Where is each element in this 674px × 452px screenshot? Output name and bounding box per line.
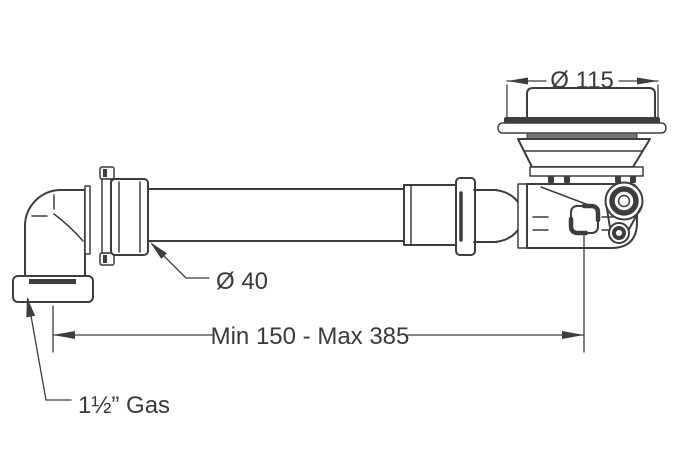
- boss-bracket-right: [627, 206, 643, 232]
- dim-pipe-diameter: Ø 40: [150, 242, 268, 295]
- leader-arrow: [150, 242, 167, 259]
- strainer-basket: [526, 87, 656, 121]
- thread-size-label: 1½” Gas: [78, 392, 170, 419]
- elbow-outlet-face: [84, 185, 91, 255]
- boss-bracket-left: [605, 206, 611, 228]
- body-inlet-washer: [517, 183, 528, 249]
- dim-strainer-diameter: Ø 115: [506, 67, 659, 123]
- telescopic-coupling: [403, 177, 528, 256]
- waste-pipe: [147, 188, 405, 242]
- bayonet-lugs: [548, 176, 636, 183]
- sink-flange: [497, 122, 667, 134]
- dim-arrow-right: [562, 331, 584, 339]
- dim-arrow-left: [507, 77, 528, 85]
- boss-dark-ring: [609, 186, 639, 216]
- pipe-diameter-label: Ø 40: [216, 268, 268, 295]
- strainer-taper-body: [517, 138, 651, 168]
- leader-arrow: [26, 297, 36, 318]
- strainer-assembly: [497, 87, 667, 183]
- boss-small-center: [617, 231, 621, 235]
- overflow-square-hole: [570, 205, 599, 234]
- compression-nut: [455, 177, 476, 256]
- elbow-fitting: [12, 185, 94, 303]
- locknut: [110, 178, 149, 256]
- overflow-screw-boss: [604, 181, 644, 244]
- elbow-body: [24, 189, 86, 277]
- elbow-inner-bend-line: [53, 213, 84, 242]
- length-range-label: Min 150 - Max 385: [211, 323, 410, 350]
- slip-flange-ring: [101, 178, 112, 254]
- square-hole-dark-corner-tr: [581, 203, 601, 223]
- leader-line: [27, 298, 72, 401]
- dim-arrow-left: [53, 331, 75, 339]
- strainer-bottom-plate: [529, 166, 644, 177]
- expansion-sleeve: [403, 184, 458, 246]
- strainer-diameter-label: Ø 115: [550, 67, 614, 94]
- flange-nut-gasket: [29, 279, 76, 284]
- lug-top-notch: [103, 169, 107, 177]
- dim-length-range: Min 150 - Max 385: [52, 233, 585, 353]
- lug-bottom-notch: [103, 255, 107, 263]
- boss-small-dark-ring: [612, 226, 626, 240]
- slip-flange-and-locknut: [99, 166, 149, 266]
- boss-center-hole: [617, 194, 631, 208]
- label-thread-size: 1½” Gas: [26, 297, 170, 419]
- square-hole-dark-corner-bl: [568, 216, 589, 236]
- dim-arrow-right: [637, 77, 658, 85]
